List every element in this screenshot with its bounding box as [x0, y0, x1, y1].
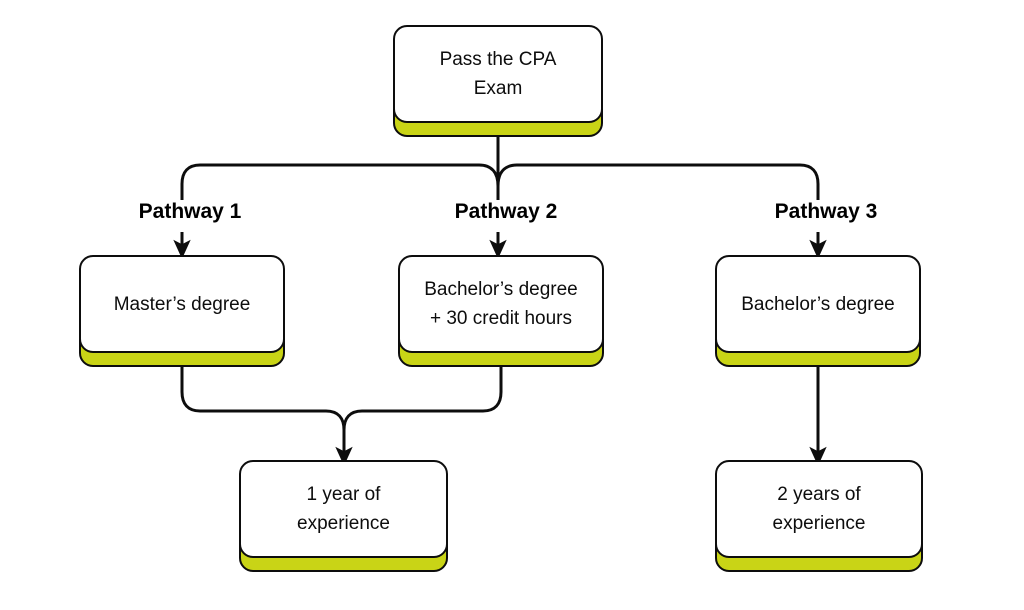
- connector-merge-left: [180, 356, 346, 454]
- pathway-label-2: Pathway 2: [398, 200, 614, 224]
- connector-merge-right: [342, 356, 503, 431]
- node-body: Pass the CPA Exam: [393, 25, 603, 123]
- node-pathway2-education[interactable]: Bachelor’s degree + 30 credit hours: [398, 255, 604, 367]
- pathway-label-1: Pathway 1: [82, 200, 298, 224]
- node-pass-cpa-exam[interactable]: Pass the CPA Exam: [393, 25, 603, 137]
- node-label: Bachelor’s degree: [741, 293, 895, 315]
- node-body: Master’s degree: [79, 255, 285, 353]
- node-experience-one-year[interactable]: 1 year of experience: [239, 460, 448, 572]
- node-label: 1 year of experience: [297, 484, 390, 534]
- node-label: Bachelor’s degree + 30 credit hours: [424, 279, 578, 329]
- pathway-label-3: Pathway 3: [718, 200, 934, 224]
- node-body: 1 year of experience: [239, 460, 448, 558]
- node-body: Bachelor’s degree + 30 credit hours: [398, 255, 604, 353]
- node-body: 2 years of experience: [715, 460, 923, 558]
- node-label: Master’s degree: [113, 293, 251, 315]
- node-pathway3-education[interactable]: Bachelor’s degree: [715, 255, 921, 367]
- node-label: 2 years of experience: [772, 484, 866, 534]
- node-experience-two-years[interactable]: 2 years of experience: [715, 460, 923, 572]
- node-pathway1-education[interactable]: Master’s degree: [79, 255, 285, 367]
- node-body: Bachelor’s degree: [715, 255, 921, 353]
- node-label: Pass the CPA Exam: [439, 49, 557, 99]
